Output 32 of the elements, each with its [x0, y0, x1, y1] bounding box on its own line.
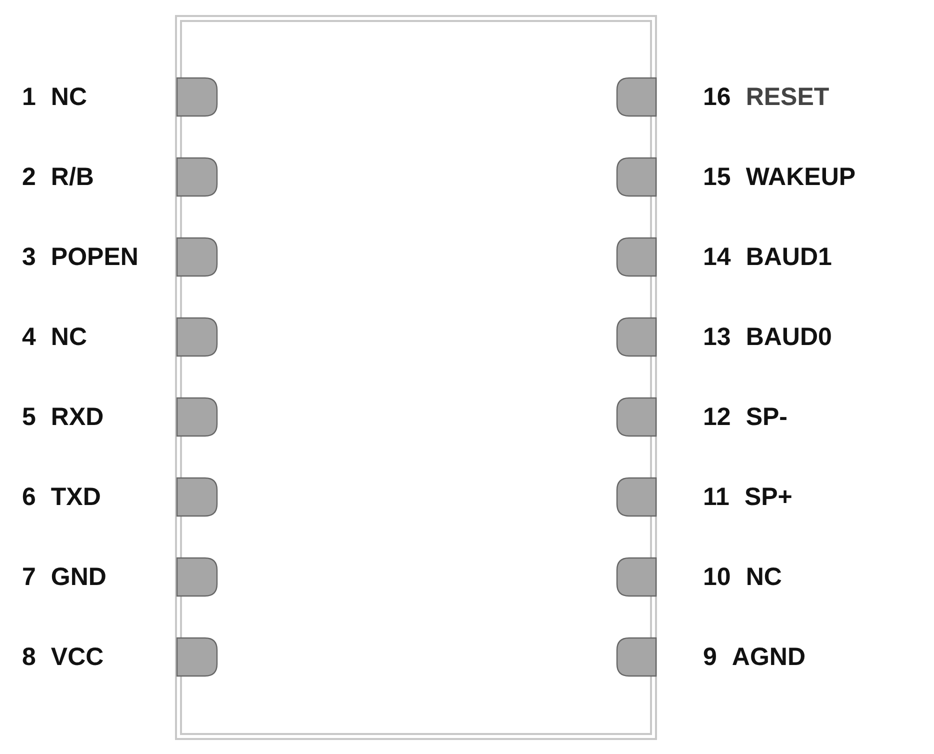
pin-number: 15: [703, 162, 731, 192]
pin-number: 10: [703, 562, 731, 592]
pin-name: R/B: [50, 162, 94, 192]
pin-name: NC: [746, 562, 782, 592]
pin-number: 5: [22, 402, 36, 432]
pin-name: POPEN: [50, 242, 138, 272]
pin-number: 4: [22, 322, 36, 352]
pin-number: 11: [703, 482, 730, 512]
pin-number: 3: [22, 242, 36, 272]
pin-number: 13: [703, 322, 731, 352]
pin-name: GND: [50, 562, 106, 592]
pin-name: SP+: [744, 482, 792, 512]
pin-number: 2: [22, 162, 36, 192]
pin-number: 14: [703, 242, 731, 272]
pin-name: BAUD1: [746, 242, 832, 272]
pin-name: RESET: [746, 82, 830, 112]
pin-name: AGND: [732, 642, 806, 672]
pin-name: BAUD0: [746, 322, 832, 352]
pin-number: 7: [22, 562, 36, 592]
pin-number: 1: [22, 82, 36, 112]
pin-name: TXD: [50, 482, 101, 512]
pin-number: 6: [22, 482, 36, 512]
pin-name: RXD: [50, 402, 104, 432]
pin-name: WAKEUP: [746, 162, 856, 192]
pin-name: SP-: [746, 402, 788, 432]
pin-number: 9: [703, 642, 717, 672]
pin-number: 12: [703, 402, 731, 432]
pin-name: VCC: [50, 642, 104, 672]
pin-number: 8: [22, 642, 36, 672]
pin-name: NC: [50, 82, 88, 112]
pin-number: 16: [703, 82, 731, 112]
pin-name: NC: [50, 322, 88, 352]
